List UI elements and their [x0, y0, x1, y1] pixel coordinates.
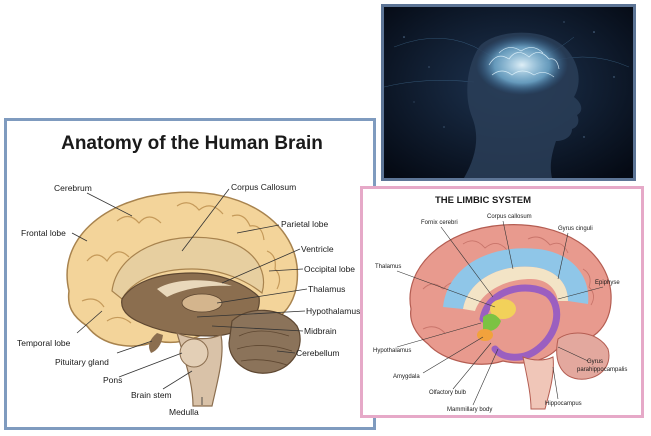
glowing-brain-illustration: [384, 7, 633, 178]
brain-glow-folds: [488, 47, 560, 78]
label-limbic-thalamus: Thalamus: [375, 264, 401, 270]
label-pituitary-gland: Pituitary gland: [55, 357, 109, 367]
label-occipital-lobe: Occipital lobe: [304, 264, 355, 274]
limbic-system-diagram: THE LIMBIC SYSTEM: [373, 195, 627, 413]
cerebrum-gyri: [81, 202, 281, 324]
pons-shape: [179, 338, 209, 368]
glowing-brain-photo: [381, 4, 636, 181]
limbic-brainstem-shape: [522, 356, 554, 410]
label-temporal-lobe: Temporal lobe: [17, 338, 71, 348]
thalamus-shape: [181, 293, 223, 313]
label-medulla: Medulla: [169, 407, 199, 417]
label-cerebellum: Cerebellum: [296, 348, 339, 358]
anatomy-diagram-panel: Anatomy of the Human Brain: [4, 118, 376, 430]
label-limbic-hypothalamus: Hypothalamus: [373, 348, 411, 354]
label-olfactory-bulb: Olfactory bulb: [429, 390, 467, 396]
cerebellum-folds: [236, 330, 293, 366]
label-amygdala: Amygdala: [393, 374, 420, 380]
limbic-title: THE LIMBIC SYSTEM: [435, 195, 531, 206]
anatomy-diagram: Anatomy of the Human Brain: [17, 133, 360, 417]
label-parietal-lobe: Parietal lobe: [281, 219, 329, 229]
brain-glow: [476, 35, 568, 95]
label-hippocampus: Hippocampus: [545, 401, 582, 407]
limbic-cerebellum-shape: [556, 332, 610, 380]
label-frontal-lobe: Frontal lobe: [21, 228, 66, 238]
limbic-corpus-callosum-shape: [463, 266, 568, 311]
label-limbic-corpus-callosum: Corpus callosum: [487, 214, 532, 220]
label-ventricle: Ventricle: [301, 244, 334, 254]
label-epiphyse: Epiphyse: [595, 280, 620, 286]
label-pons: Pons: [103, 375, 122, 385]
label-brain-stem: Brain stem: [131, 390, 172, 400]
label-hypothalamus: Hypothalamus: [306, 306, 360, 316]
gyrus-cinguli-shape: [443, 248, 589, 309]
limbic-system-panel: THE LIMBIC SYSTEM: [360, 186, 644, 418]
label-mammillary-body: Mammillary body: [447, 407, 492, 413]
label-cerebrum: Cerebrum: [54, 183, 92, 193]
limbic-leader-lines: [396, 220, 604, 406]
label-fornix-cerebri: Fornix cerebri: [421, 220, 458, 226]
photo-sparkles: [403, 21, 615, 138]
label-gyrus-cinguli: Gyrus cinguli: [558, 226, 593, 232]
limbic-hypothalamus-shape: [483, 313, 501, 332]
corpus-callosum-shape: [111, 236, 264, 300]
label-thalamus: Thalamus: [308, 284, 345, 294]
anatomy-leader-lines: [71, 188, 308, 405]
label-corpus-callosum: Corpus Callosum: [231, 182, 296, 192]
ventricle-shape: [157, 280, 232, 297]
cerebellum-shape: [228, 309, 301, 374]
fornix-shape: [479, 284, 561, 361]
label-gyrus-parahippocampalis-2: parahippocampalis: [577, 367, 627, 373]
label-gyrus-parahippocampalis-1: Gyrus: [587, 359, 603, 365]
limbic-thalamus-shape: [490, 299, 516, 319]
label-midbrain: Midbrain: [304, 326, 337, 336]
anatomy-title: Anatomy of the Human Brain: [61, 133, 323, 154]
pituitary-shape: [149, 333, 163, 353]
